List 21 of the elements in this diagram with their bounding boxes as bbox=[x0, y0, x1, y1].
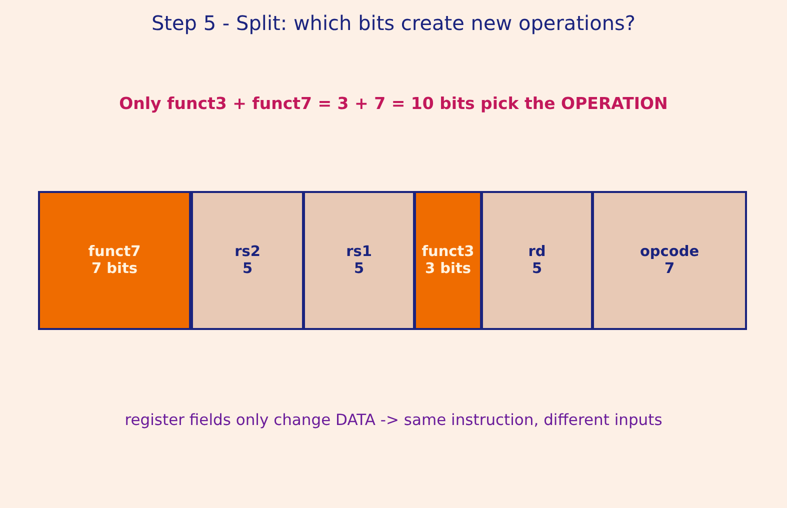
field-name: opcode bbox=[640, 244, 700, 260]
field-width: 7 bbox=[664, 260, 675, 278]
field-width: 5 bbox=[242, 260, 253, 278]
footnote: register fields only change DATA -> same instruction, different inputs bbox=[124, 411, 662, 429]
field-width: 7 bits bbox=[91, 260, 138, 278]
bit-field bbox=[191, 191, 304, 330]
bit-field bbox=[481, 191, 593, 330]
bit-field bbox=[303, 191, 415, 330]
field-width: 5 bbox=[532, 260, 542, 278]
field-name: funct3 bbox=[422, 244, 474, 260]
highlight-note: Only funct3 + funct7 = 3 + 7 = 10 bits pick the OPERATION bbox=[119, 94, 668, 113]
bit-field bbox=[38, 191, 191, 330]
field-width: 5 bbox=[354, 260, 364, 278]
field-width: 3 bits bbox=[424, 260, 472, 278]
field-name: funct7 bbox=[88, 244, 141, 260]
field-name: rd bbox=[528, 244, 546, 260]
field-name: rs2 bbox=[234, 244, 260, 260]
field-name: rs1 bbox=[346, 244, 372, 260]
diagram-title: Step 5 - Split: which bits create new operations? bbox=[151, 11, 636, 35]
bit-field bbox=[414, 191, 482, 330]
bit-field bbox=[592, 191, 747, 330]
